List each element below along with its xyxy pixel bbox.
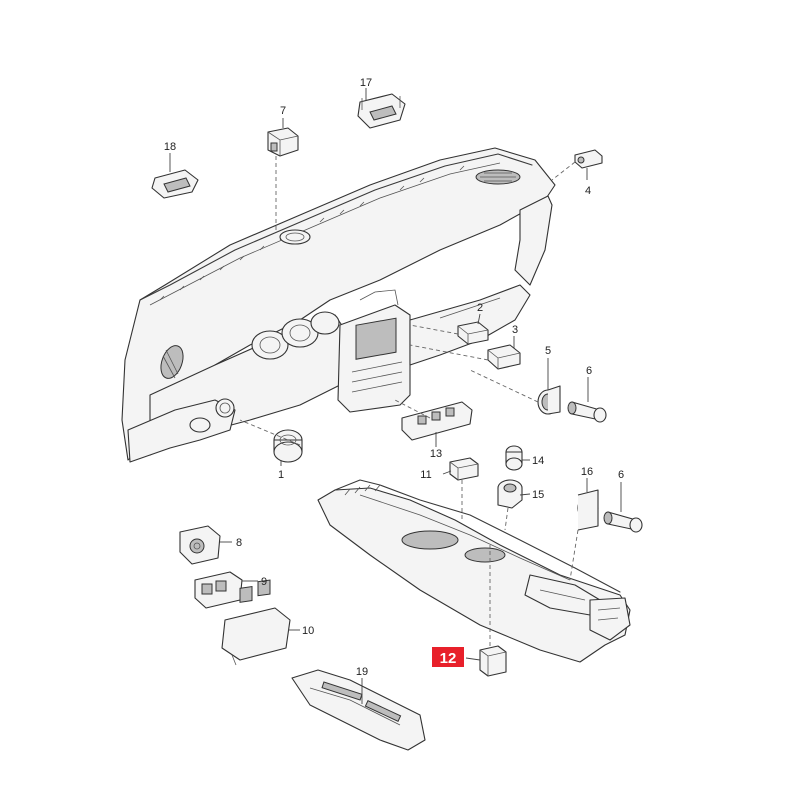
callout-9: 9 xyxy=(261,576,267,588)
callout-16: 16 xyxy=(581,466,593,478)
part-7-bracket xyxy=(267,127,299,157)
callout-1: 1 xyxy=(278,469,284,481)
callout-4: 4 xyxy=(585,185,591,197)
callout-7: 7 xyxy=(280,105,286,117)
callout-labels: 1 2 3 4 5 6 6 7 8 9 10 11 13 14 15 16 17… xyxy=(164,77,624,678)
callout-13: 13 xyxy=(430,448,442,460)
callout-11: 11 xyxy=(420,469,431,481)
part-6-lighter-lower xyxy=(603,511,643,533)
dashboard-panel xyxy=(121,147,556,463)
callout-10: 10 xyxy=(302,625,314,637)
part-8-switch-module xyxy=(179,525,221,565)
callout-8: 8 xyxy=(236,537,242,549)
part-5-socket xyxy=(537,385,561,415)
callout-19: 19 xyxy=(356,666,368,678)
callout-17: 17 xyxy=(360,77,372,89)
highlight-box xyxy=(432,647,464,667)
part-6-lighter-upper xyxy=(567,401,607,423)
part-17-mounting-plate xyxy=(357,93,406,129)
callout-18: 18 xyxy=(164,141,176,153)
part-4-sensor xyxy=(574,149,603,169)
callout-12: 12 xyxy=(440,650,457,667)
part-10-window-switch xyxy=(221,579,291,666)
callout-12-highlight: 12 xyxy=(432,647,464,667)
part-14-switch xyxy=(505,445,523,471)
part-3-switch xyxy=(487,344,521,370)
part-16-socket xyxy=(577,489,599,531)
callout-3: 3 xyxy=(512,324,518,336)
callout-6b: 6 xyxy=(618,469,624,481)
part-18-mounting-plate xyxy=(151,169,199,199)
part-11-connector xyxy=(449,457,479,481)
center-console xyxy=(317,479,631,663)
callout-5: 5 xyxy=(545,345,551,357)
part-1-light-switch xyxy=(273,429,303,463)
leader-lines xyxy=(169,88,622,704)
part-13-switch-strip xyxy=(401,401,473,441)
part-15-bracket xyxy=(497,479,523,509)
callout-14: 14 xyxy=(532,455,544,467)
part-19-trim-panel xyxy=(291,669,426,751)
part-12-switch xyxy=(479,645,507,677)
callout-2: 2 xyxy=(477,302,483,314)
callout-15: 15 xyxy=(532,489,544,501)
part-9-switch-panel xyxy=(194,571,243,609)
callout-6a: 6 xyxy=(586,365,592,377)
